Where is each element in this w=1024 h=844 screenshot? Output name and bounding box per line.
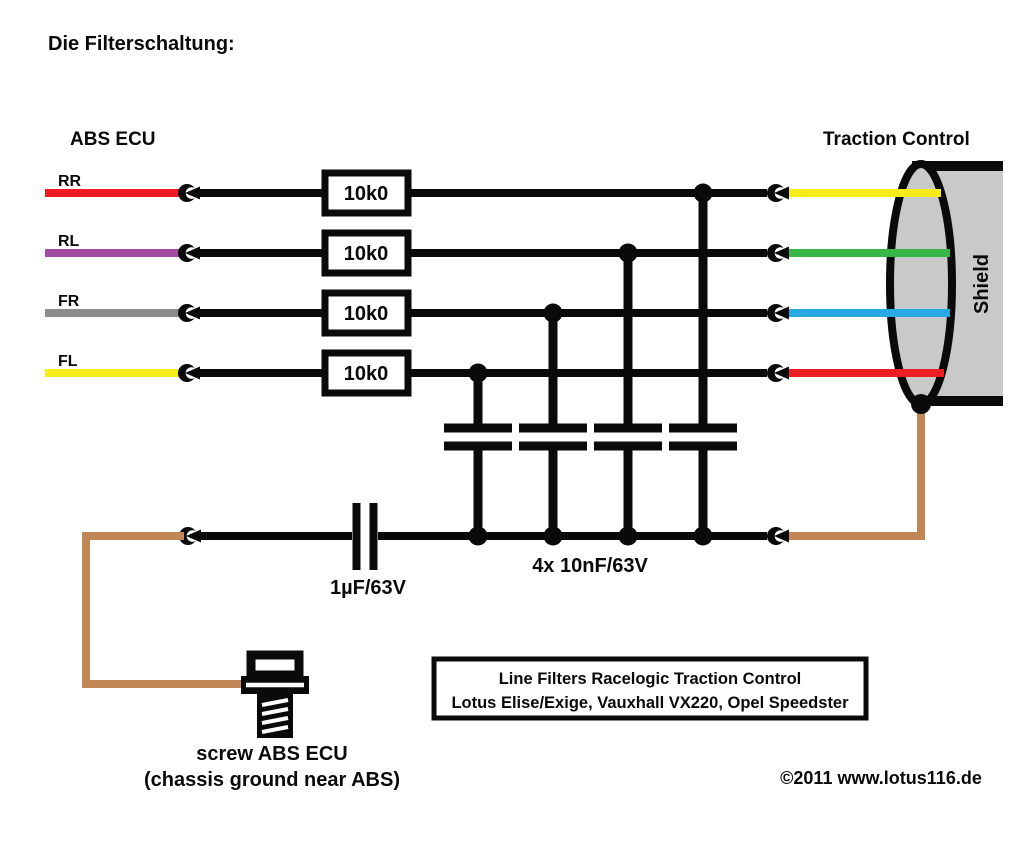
shield-bottom-edge xyxy=(912,396,1003,406)
channel-label-fr: FR xyxy=(58,293,80,310)
connector-icon xyxy=(178,364,200,382)
shield-label: Shield xyxy=(971,254,993,314)
capacitor-drop-lines xyxy=(473,193,708,540)
connector-icon xyxy=(767,184,789,202)
resistor-box xyxy=(321,169,412,217)
info-box-line1: Line Filters Racelogic Traction Control xyxy=(499,670,802,688)
junction-dot xyxy=(618,243,638,263)
capacitor-bank-label: 4x 10nF/63V xyxy=(532,555,648,577)
resistors: 10k0 10k0 10k0 10k0 xyxy=(321,169,412,397)
connector-icon xyxy=(767,304,789,322)
copyright-text: ©2011 www.lotus116.de xyxy=(780,768,982,788)
connector-icon xyxy=(178,184,200,202)
connector-icon xyxy=(767,527,789,545)
resistor-box xyxy=(321,229,412,277)
traction-control-label: Traction Control xyxy=(823,129,970,150)
channel-label-rr: RR xyxy=(58,173,82,190)
capacitor-single-label: 1µF/63V xyxy=(330,577,407,599)
junction-dot xyxy=(693,526,713,546)
screw-icon xyxy=(241,650,309,738)
resistor-value: 10k0 xyxy=(344,363,389,385)
resistor-box xyxy=(321,289,412,337)
shield-ellipse xyxy=(886,160,956,408)
screw-caption-line2: (chassis ground near ABS) xyxy=(144,769,400,791)
info-box: Line Filters Racelogic Traction Control … xyxy=(431,656,869,721)
ground-wire-right xyxy=(787,404,925,540)
shield-top-edge xyxy=(912,161,1003,171)
screw-head xyxy=(246,650,304,680)
resistor-value: 10k0 xyxy=(344,303,389,325)
connector-icon xyxy=(178,304,200,322)
junction-dots xyxy=(468,183,713,546)
ground-wire-left xyxy=(82,532,246,688)
junction-dot xyxy=(693,183,713,203)
resistor-box xyxy=(321,349,412,397)
junction-dot xyxy=(468,363,488,383)
shield-body xyxy=(886,160,1003,408)
junction-dot xyxy=(543,526,563,546)
screw-threads xyxy=(261,698,289,734)
connector-icon xyxy=(178,244,200,262)
abs-ecu-label: ABS ECU xyxy=(70,129,156,150)
shield-ground-dot xyxy=(911,394,931,414)
channel-label-rl: RL xyxy=(58,233,80,250)
channel-label-fl: FL xyxy=(58,353,78,370)
junction-dot xyxy=(543,303,563,323)
junction-dot xyxy=(618,526,638,546)
connectors xyxy=(178,184,789,545)
connector-icon xyxy=(767,244,789,262)
connector-icon xyxy=(767,364,789,382)
page-title: Die Filterschaltung: xyxy=(48,33,235,55)
capacitor-bank xyxy=(444,423,737,451)
info-box-border xyxy=(431,656,869,721)
screw-caption-line1: screw ABS ECU xyxy=(196,743,348,765)
info-box-line2: Lotus Elise/Exige, Vauxhall VX220, Opel … xyxy=(451,694,849,712)
resistor-value: 10k0 xyxy=(344,243,389,265)
resistor-value: 10k0 xyxy=(344,183,389,205)
junction-dot xyxy=(468,526,488,546)
